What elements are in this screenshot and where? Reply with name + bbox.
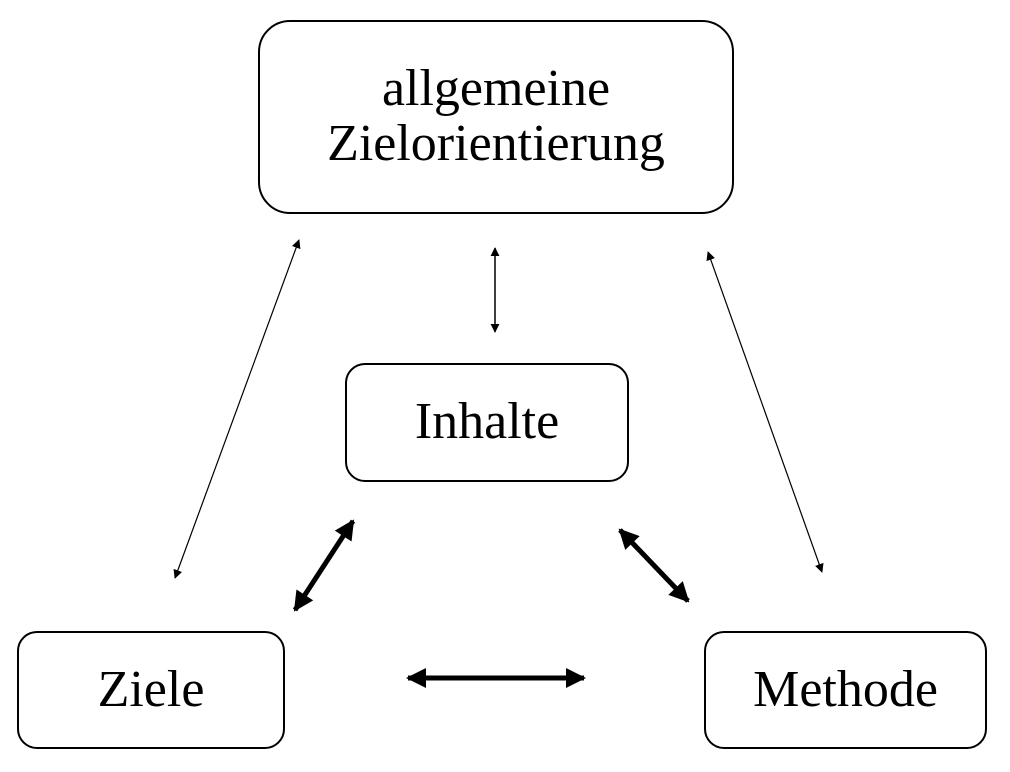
node-ziele: Ziele xyxy=(17,631,285,749)
node-right-label: Methode xyxy=(753,660,938,718)
node-allgemeine-zielorientierung: allgemeine Zielorientierung xyxy=(258,20,734,214)
node-left-label: Ziele xyxy=(97,660,205,718)
node-top-line2: Zielorientierung xyxy=(327,115,665,172)
node-top-line1: allgemeine xyxy=(381,60,611,118)
node-methode: Methode xyxy=(704,631,987,749)
node-inhalte: Inhalte xyxy=(345,363,629,482)
arrow-middle-right xyxy=(618,528,690,603)
arrow-middle-left xyxy=(292,519,356,612)
arrow-top-left xyxy=(173,239,301,579)
node-middle-label: Inhalte xyxy=(414,393,560,451)
arrow-top-right xyxy=(706,251,824,573)
